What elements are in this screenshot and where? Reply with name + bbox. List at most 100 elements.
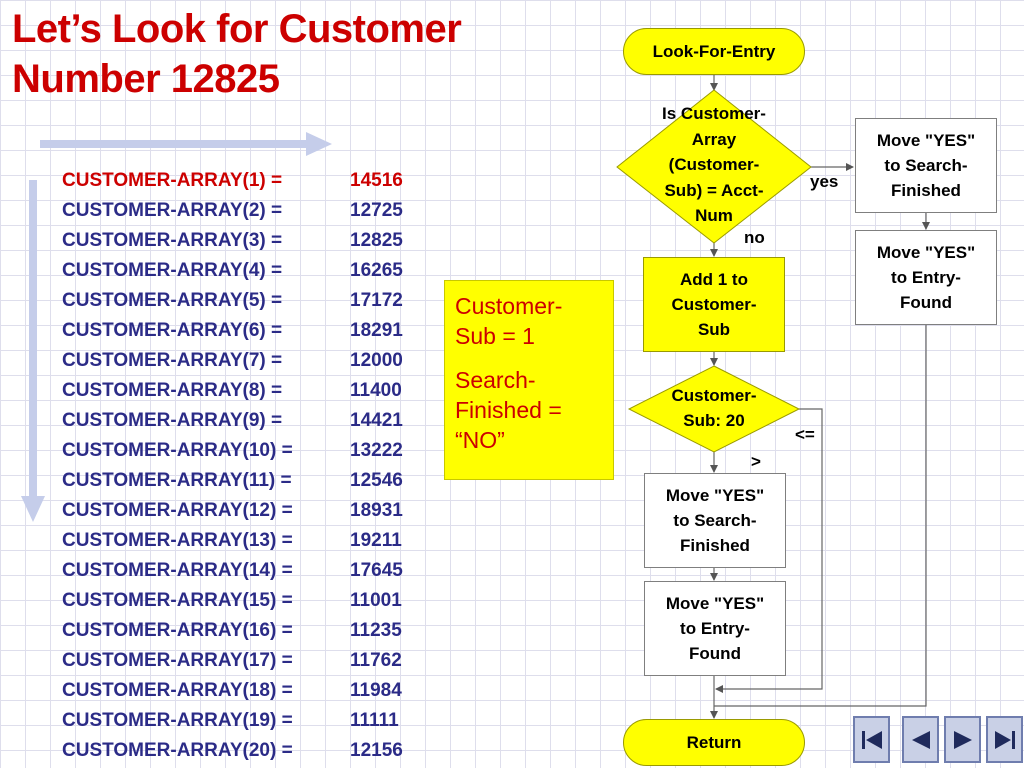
- array-label: CUSTOMER-ARRAY(1) =: [62, 170, 283, 191]
- gt-entry-line: Move "YES": [665, 594, 765, 613]
- array-label: CUSTOMER-ARRAY(8) =: [62, 380, 283, 401]
- next-slide-button[interactable]: [944, 716, 981, 763]
- array-label: CUSTOMER-ARRAY(14) =: [62, 560, 293, 581]
- array-value: 12156: [350, 740, 403, 761]
- array-row: CUSTOMER-ARRAY(2) =12725: [62, 196, 403, 226]
- down-arrow-shaft-icon: [29, 180, 37, 500]
- array-label: CUSTOMER-ARRAY(4) =: [62, 260, 283, 281]
- decision-limit-line: Sub: 20: [683, 411, 745, 430]
- array-value: 11001: [350, 590, 402, 611]
- gt-entry-line: Found: [689, 644, 741, 663]
- array-value: 12725: [350, 200, 403, 221]
- last-slide-button[interactable]: [986, 716, 1023, 763]
- page-title: Let’s Look for Customer Number 12825: [12, 4, 462, 104]
- return-terminal: Return: [623, 719, 805, 766]
- add-one-line: Add 1 to: [679, 270, 748, 289]
- array-value: 11235: [350, 620, 402, 641]
- array-row: CUSTOMER-ARRAY(5) =17172: [62, 286, 403, 316]
- decision-match-text: Is Customer- Array (Customer- Sub) = Acc…: [632, 100, 796, 230]
- yes-found-line: Finished: [891, 181, 961, 200]
- array-value: 11762: [350, 650, 402, 671]
- scan-arrows: [21, 132, 332, 522]
- first-slide-icon: [861, 730, 882, 749]
- array-row: CUSTOMER-ARRAY(15) = 11001: [62, 586, 403, 616]
- le-label: <=: [795, 425, 815, 444]
- gt-search-line: to Search-: [673, 511, 757, 530]
- add-one-box: Add 1 to Customer- Sub: [643, 257, 785, 352]
- array-value: 19211: [350, 530, 402, 551]
- array-row: CUSTOMER-ARRAY(18) =11984: [62, 676, 403, 706]
- gt-search-line: Finished: [680, 536, 750, 555]
- array-value: 11400: [350, 380, 402, 401]
- decision-limit-shape: [627, 365, 801, 453]
- title-line-1: Let’s Look for Customer: [12, 7, 462, 51]
- customer-array-list: CUSTOMER-ARRAY(1) = 14516 CUSTOMER-ARRAY(…: [62, 166, 403, 766]
- array-value: 12825: [350, 230, 403, 251]
- array-value: 18931: [350, 500, 403, 521]
- previous-slide-button[interactable]: [902, 716, 939, 763]
- array-label: CUSTOMER-ARRAY(15) =: [62, 590, 293, 611]
- add-one-line: Sub: [697, 320, 731, 339]
- array-row: CUSTOMER-ARRAY(7) = 12000: [62, 346, 403, 376]
- return-label: Return: [686, 733, 742, 752]
- yes-found-line: Move "YES": [876, 131, 976, 150]
- array-value: 17172: [350, 290, 403, 311]
- down-arrow-head-icon: [21, 496, 45, 522]
- array-value: 12000: [350, 350, 403, 371]
- yes-entry-line: Found: [900, 293, 952, 312]
- array-value: 14516: [350, 170, 403, 191]
- array-label: CUSTOMER-ARRAY(7) =: [62, 350, 283, 371]
- array-value: 16265: [350, 260, 403, 281]
- next-slide-icon: [953, 730, 972, 749]
- array-row: CUSTOMER-ARRAY(14) = 17645: [62, 556, 403, 586]
- array-value: 11111: [350, 710, 399, 731]
- decision-match-line: (Customer-: [668, 155, 760, 175]
- gt-search-line: Move "YES": [665, 486, 765, 505]
- array-value: 17645: [350, 560, 403, 581]
- start-label: Look-For-Entry: [652, 42, 776, 61]
- connector-le-loop: [715, 408, 823, 693]
- note-line-finished: Search-Finished = “NO”: [455, 367, 562, 453]
- array-row: CUSTOMER-ARRAY(6) =18291: [62, 316, 403, 346]
- array-row: CUSTOMER-ARRAY(1) = 14516: [62, 166, 403, 196]
- array-label: CUSTOMER-ARRAY(13) =: [62, 530, 293, 551]
- array-row: CUSTOMER-ARRAY(9) = 14421: [62, 406, 403, 436]
- array-row: CUSTOMER-ARRAY(19) =11111: [62, 706, 403, 736]
- no-label: no: [744, 228, 765, 247]
- yes-entry-found-box: Move "YES" to Entry- Found: [855, 230, 997, 325]
- note-line-sub: Customer-Sub = 1: [455, 293, 563, 349]
- array-label: CUSTOMER-ARRAY(11) =: [62, 470, 292, 491]
- gt-entry-found-box: Move "YES" to Entry- Found: [644, 581, 786, 676]
- array-row: CUSTOMER-ARRAY(11) =12546: [62, 466, 403, 496]
- decision-limit-text: Customer- Sub: 20: [654, 382, 774, 434]
- array-label: CUSTOMER-ARRAY(9) =: [62, 410, 283, 431]
- first-slide-button[interactable]: [853, 716, 890, 763]
- previous-slide-icon: [911, 730, 930, 749]
- array-label: CUSTOMER-ARRAY(16) =: [62, 620, 293, 641]
- array-label: CUSTOMER-ARRAY(12) =: [62, 500, 293, 521]
- array-value: 14421: [350, 410, 403, 431]
- array-row: CUSTOMER-ARRAY(20) = 12156: [62, 736, 403, 766]
- yes-entry-line: Move "YES": [876, 243, 976, 262]
- gt-label: >: [751, 452, 761, 471]
- decision-match-line: Num: [695, 206, 733, 226]
- array-row: CUSTOMER-ARRAY(3) =12825: [62, 226, 403, 256]
- add-one-line: Customer-: [671, 295, 757, 314]
- decision-match-line: Array: [691, 129, 737, 149]
- connector-yes-entry-return: [714, 325, 927, 707]
- array-label: CUSTOMER-ARRAY(17) =: [62, 650, 293, 671]
- gt-search-finished-box: Move "YES" to Search- Finished: [644, 473, 786, 568]
- title-line-2: Number 12825: [12, 57, 280, 101]
- array-row: CUSTOMER-ARRAY(13) = 19211: [62, 526, 403, 556]
- array-label: CUSTOMER-ARRAY(18) =: [62, 680, 293, 701]
- array-row: CUSTOMER-ARRAY(12) = 18931: [62, 496, 403, 526]
- array-label: CUSTOMER-ARRAY(20) =: [62, 740, 293, 761]
- array-label: CUSTOMER-ARRAY(6) =: [62, 320, 283, 341]
- initial-values-note: Customer-Sub = 1 Search-Finished = “NO”: [444, 280, 614, 480]
- array-row: CUSTOMER-ARRAY(8) = 11400: [62, 376, 403, 406]
- decision-match-shape: [616, 89, 812, 244]
- array-value: 13222: [350, 440, 403, 461]
- yes-search-finished-box: Move "YES" to Search- Finished: [855, 118, 997, 213]
- decision-match-line: Is Customer-: [662, 104, 766, 124]
